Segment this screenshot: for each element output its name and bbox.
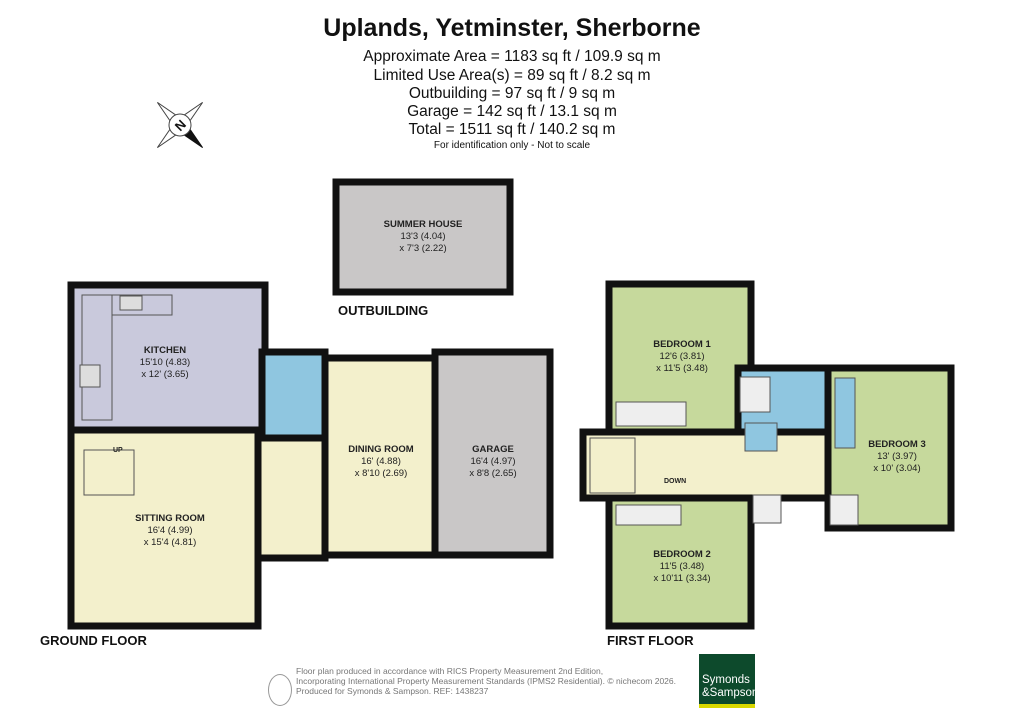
room-dimension: 16'4 (4.97) [470, 456, 515, 467]
symonds-sampson-logo: Symonds &Sampson [699, 654, 759, 708]
room-dimension: x 7'3 (2.22) [399, 243, 446, 254]
room-label: SUMMER HOUSE [384, 219, 463, 230]
footer-text: Floor plan produced in accordance with R… [296, 666, 692, 696]
kitchen-worktop [81, 294, 113, 421]
person-icon [268, 674, 292, 706]
wardrobe [615, 504, 682, 526]
bath-icon [834, 377, 856, 449]
room-label: GARAGE [472, 444, 514, 455]
room-dimension: 12'6 (3.81) [659, 351, 704, 362]
room-dimension: x 10' (3.04) [873, 463, 920, 474]
floor-label-outbuilding: OUTBUILDING [338, 303, 428, 318]
stairs-up-label: UP [113, 447, 123, 454]
room-dimension: x 10'11 (3.34) [653, 573, 710, 584]
room-dimension: x 11'5 (3.48) [656, 363, 708, 374]
area-total: Total = 1511 sq ft / 140.2 sq m [408, 121, 616, 138]
sink-icon [119, 295, 143, 311]
floor-label-ground: GROUND FLOOR [40, 633, 147, 648]
page-title: Uplands, Yetminster, Sherborne [323, 14, 701, 42]
scale-note: For identification only - Not to scale [433, 140, 591, 151]
cupboard [829, 494, 859, 526]
hob-icon [79, 364, 101, 388]
logo-line: Symonds [702, 674, 750, 686]
logo-line: &Sampson [702, 687, 759, 699]
room-dimension: x 8'8 (2.65) [469, 468, 516, 479]
area-garage: Garage = 142 sq ft / 13.1 sq m [407, 103, 617, 120]
area-limited-use: Limited Use Area(s) = 89 sq ft / 8.2 sq … [373, 67, 651, 84]
room-garage [431, 348, 554, 559]
stairs-down-label: DOWN [664, 478, 686, 485]
footer-line: Floor plan produced in accordance with R… [296, 666, 604, 676]
room-dimension: x 8'10 (2.69) [355, 468, 408, 479]
room-dimension: x 12' (3.65) [141, 369, 188, 380]
area-outbuilding: Outbuilding = 97 sq ft / 9 sq m [408, 85, 616, 102]
room-label: BEDROOM 1 [653, 339, 711, 350]
room-summer-house [332, 178, 514, 296]
floor-label-first: FIRST FLOOR [607, 633, 694, 648]
room-dimension: 15'10 (4.83) [140, 357, 190, 368]
room-dimension: 13'3 (4.04) [400, 231, 445, 242]
room-label: DINING ROOM [348, 444, 414, 455]
wardrobe [615, 401, 687, 427]
staircase-icon [83, 449, 135, 496]
footer-line: Produced for Symonds & Sampson. REF: 143… [296, 686, 489, 696]
cupboard [739, 376, 771, 413]
room-label: BEDROOM 3 [868, 439, 926, 450]
room-dimension: 13' (3.97) [877, 451, 917, 462]
room-label: BEDROOM 2 [653, 549, 711, 560]
room-hall [254, 434, 329, 562]
footer-line: Incorporating International Property Mea… [296, 676, 676, 686]
room-wc [258, 348, 329, 442]
room-dimension: 16'4 (4.99) [147, 525, 192, 536]
cupboard [752, 494, 782, 524]
room-label: SITTING ROOM [135, 513, 205, 524]
room-label: KITCHEN [144, 345, 186, 356]
compass-rose-icon [156, 101, 204, 149]
room-dimension: 16' (4.88) [361, 456, 401, 467]
room-dimension: x 15'4 (4.81) [144, 537, 197, 548]
shower-icon [744, 422, 778, 452]
room-dimension: 11'5 (3.48) [660, 561, 704, 572]
area-approximate: Approximate Area = 1183 sq ft / 109.9 sq… [363, 48, 661, 65]
staircase-icon [589, 437, 636, 494]
